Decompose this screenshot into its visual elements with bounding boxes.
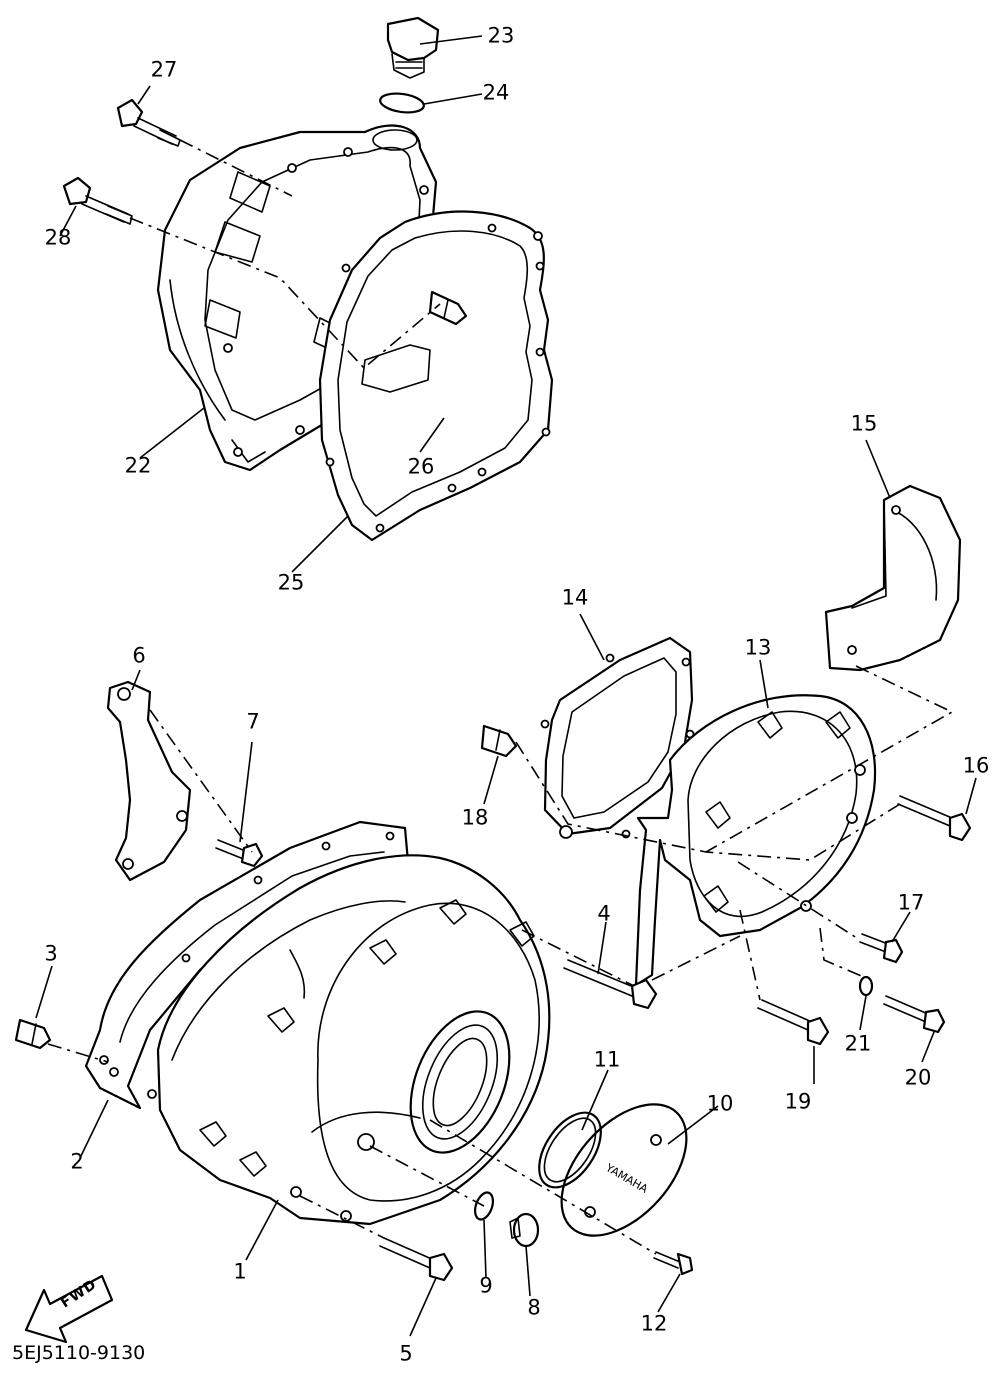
callout-19: 19 [784, 1089, 812, 1114]
part-7-bolt [215, 839, 264, 868]
callout-12: 12 [640, 1311, 668, 1336]
callout-1: 1 [233, 1259, 247, 1284]
callout-16: 16 [962, 753, 990, 778]
callout-24: 24 [482, 80, 510, 105]
part-11-o-ring [538, 1111, 602, 1189]
part-21-washer [858, 975, 874, 997]
callout-26: 26 [407, 454, 435, 479]
part-5-bolt [379, 1237, 454, 1282]
callout-5: 5 [399, 1341, 413, 1366]
callout-25: 25 [277, 570, 305, 595]
part-3-dowel-pin [14, 1018, 52, 1050]
part-20-bolt [883, 995, 946, 1034]
callout-28: 28 [44, 225, 72, 250]
callout-23: 23 [487, 23, 515, 48]
part-26-dowel-pin [428, 290, 468, 326]
callout-7: 7 [246, 709, 260, 734]
part-27-bolt [116, 98, 181, 147]
callout-27: 27 [150, 57, 178, 82]
part-17-bolt [859, 933, 904, 964]
assembly-lines [47, 139, 954, 1255]
callout-4: 4 [597, 901, 611, 926]
callout-13: 13 [744, 635, 772, 660]
diagram-code: 5EJ5110-9130 [12, 1342, 146, 1364]
part-10-cover: YAMAHA [560, 1103, 688, 1237]
callout-20: 20 [904, 1065, 932, 1090]
part-13-cover [634, 694, 877, 987]
part-15-guard [824, 484, 962, 672]
callout-17: 17 [897, 890, 925, 915]
part-4-bolt [563, 959, 658, 1010]
part-24-o-ring [379, 92, 425, 114]
part-14-gasket [540, 636, 695, 839]
callout-14: 14 [561, 585, 589, 610]
callout-8: 8 [527, 1295, 541, 1320]
callout-11: 11 [593, 1047, 621, 1072]
callout-15: 15 [850, 411, 878, 436]
part-18-dowel-pin [480, 724, 518, 758]
callout-9: 9 [479, 1273, 493, 1298]
part-12-screw [653, 1251, 694, 1276]
part-1-crankcase-cover [156, 854, 551, 1226]
part-25-gasket [318, 210, 554, 542]
part-16-bolt [897, 795, 972, 842]
callout-18: 18 [461, 805, 489, 830]
callout-21: 21 [844, 1031, 872, 1056]
callout-leaders [35, 35, 977, 1337]
callout-10: 10 [706, 1091, 734, 1116]
part-28-bolt [62, 176, 133, 225]
part-19-bolt [757, 999, 830, 1046]
part-23-oil-filler-cap [386, 16, 440, 79]
callout-6: 6 [132, 643, 146, 668]
callout-3: 3 [44, 941, 58, 966]
part-8-plug [509, 1212, 540, 1248]
part-6-bracket [106, 680, 192, 882]
callout-22: 22 [124, 453, 152, 478]
fwd-arrow-icon [24, 1274, 114, 1344]
callout-2: 2 [70, 1149, 84, 1174]
part-9-washer [473, 1191, 495, 1221]
